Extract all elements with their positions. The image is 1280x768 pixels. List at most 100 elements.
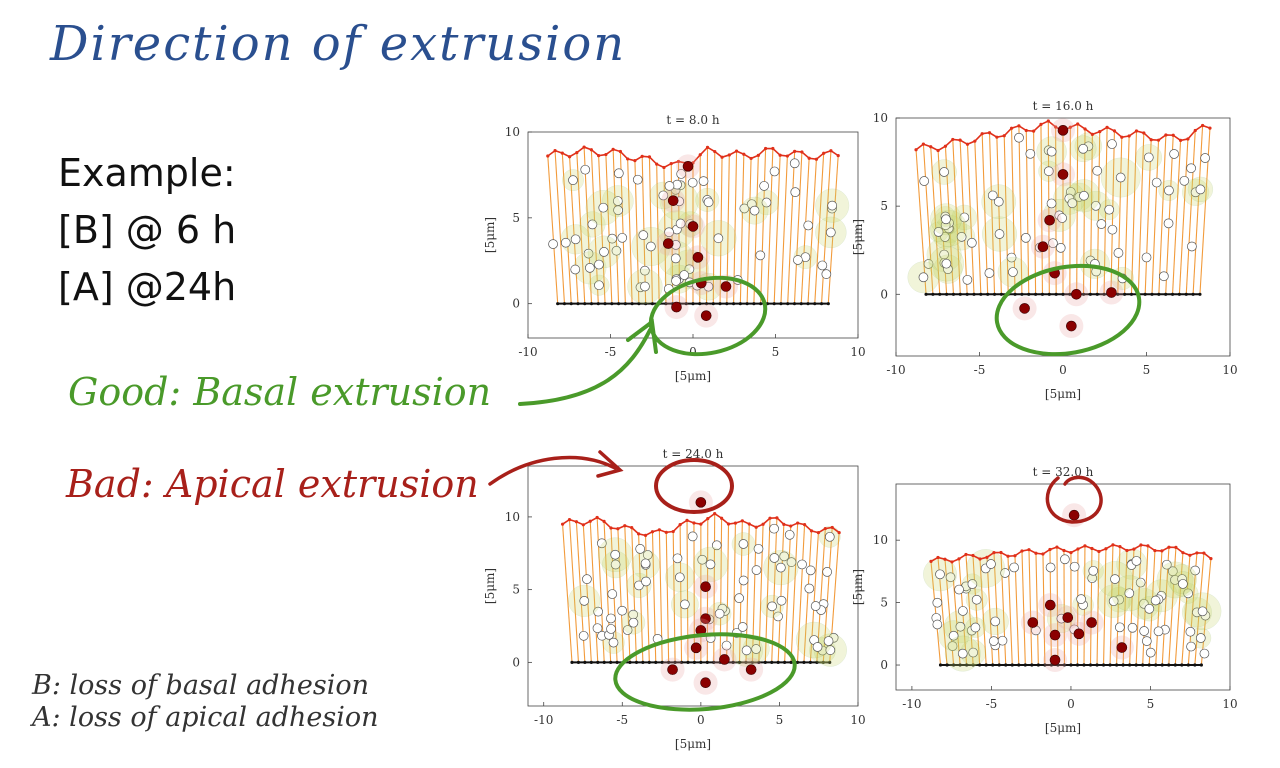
- apical-node: [553, 148, 557, 153]
- cell: [1199, 648, 1210, 659]
- cell: [987, 190, 998, 201]
- extruded-cell: [719, 654, 730, 665]
- cell: [568, 175, 578, 185]
- cell: [714, 608, 725, 619]
- cell: [994, 229, 1005, 239]
- example-block: Example: [B] @ 6 h [A] @24h: [58, 145, 236, 316]
- apical-node: [589, 148, 593, 152]
- tissue-fiber: [576, 152, 586, 304]
- x-tick-label: 5: [772, 345, 780, 359]
- cell: [821, 269, 832, 279]
- cell: [675, 218, 686, 229]
- apical-node: [1208, 126, 1212, 130]
- cell: [932, 597, 943, 608]
- apical-node: [1156, 138, 1161, 142]
- cell: [611, 245, 622, 256]
- tissue-fiber: [1174, 552, 1184, 666]
- cell: [663, 284, 674, 294]
- cell: [705, 559, 716, 570]
- extruded-cell: [1066, 320, 1077, 332]
- cell: [635, 544, 646, 554]
- cell: [1045, 562, 1056, 573]
- apical-node: [1174, 545, 1178, 549]
- cell: [632, 174, 643, 185]
- cell: [741, 645, 752, 656]
- cell: [580, 164, 591, 175]
- apical-node: [1118, 545, 1122, 549]
- cell: [753, 543, 764, 554]
- cell: [773, 611, 783, 622]
- tissue-fiber: [780, 156, 788, 304]
- y-tick-label: 5: [512, 583, 520, 597]
- apical-node: [1209, 557, 1213, 561]
- example-line-b: [B] @ 6 h: [58, 208, 237, 252]
- apical-node: [809, 529, 814, 533]
- apical-node: [609, 526, 613, 530]
- cell: [687, 177, 698, 188]
- tissue-fiber: [634, 160, 640, 304]
- cell: [1000, 568, 1010, 578]
- cell: [738, 539, 749, 549]
- apical-node: [1153, 548, 1157, 553]
- tissue-fiber: [582, 524, 592, 663]
- y-axis-label: [5μm]: [483, 568, 497, 604]
- cell: [1187, 241, 1197, 252]
- tissue-fiber: [1014, 555, 1020, 666]
- y-axis-label: [5μm]: [851, 569, 865, 605]
- tissue-fiber: [966, 144, 975, 295]
- x-tick-label: -5: [986, 697, 998, 711]
- apical-node: [980, 132, 984, 136]
- apical-node: [678, 523, 682, 527]
- apical-node: [771, 146, 775, 151]
- cell: [1055, 243, 1066, 253]
- cell: [1197, 606, 1208, 617]
- apical-node: [1098, 130, 1102, 134]
- tissue-fiber: [612, 149, 620, 304]
- apical-node: [623, 524, 627, 528]
- cell: [658, 190, 669, 201]
- cell: [1107, 139, 1117, 149]
- cell: [640, 558, 651, 569]
- x-tick-label: -10: [534, 713, 553, 727]
- y-tick-label: 0: [880, 287, 888, 301]
- extruded-cell: [695, 277, 707, 289]
- cell: [1057, 213, 1067, 223]
- cell: [607, 233, 618, 244]
- tissue-fiber: [988, 132, 996, 295]
- cell: [962, 274, 973, 285]
- tissue-fiber: [1165, 135, 1174, 295]
- extruded-cell: [690, 642, 702, 654]
- cell: [941, 214, 951, 225]
- extruded-cell: [720, 281, 732, 292]
- tissue-fiber: [1096, 551, 1100, 666]
- tissue-fiber: [1192, 125, 1204, 295]
- plot-title: t = 8.0 h: [666, 113, 719, 127]
- tissue-fiber: [1144, 139, 1152, 295]
- apical-node: [713, 512, 717, 516]
- cell: [1200, 153, 1210, 163]
- extruded-cell: [695, 497, 707, 508]
- apical-node: [575, 150, 579, 155]
- cell: [582, 574, 592, 584]
- apical-node: [662, 165, 666, 170]
- tissue-fiber: [1103, 548, 1107, 666]
- apical-node: [1112, 129, 1117, 133]
- tissue-fiber: [1178, 138, 1189, 295]
- tissue-fiber: [547, 155, 559, 304]
- cell: [592, 623, 603, 634]
- apical-node: [921, 142, 925, 146]
- cell: [986, 559, 996, 569]
- cell: [797, 559, 807, 570]
- tissue-fiber: [800, 158, 810, 304]
- apical-node: [630, 526, 634, 530]
- extruded-cell: [1049, 629, 1061, 641]
- apical-node: [987, 131, 992, 135]
- apical-node: [1111, 543, 1115, 547]
- cell: [948, 630, 959, 641]
- tissue-fiber: [753, 155, 759, 304]
- cell: [971, 594, 982, 605]
- cell: [761, 197, 772, 208]
- cell: [993, 196, 1004, 207]
- apical-node: [713, 149, 717, 154]
